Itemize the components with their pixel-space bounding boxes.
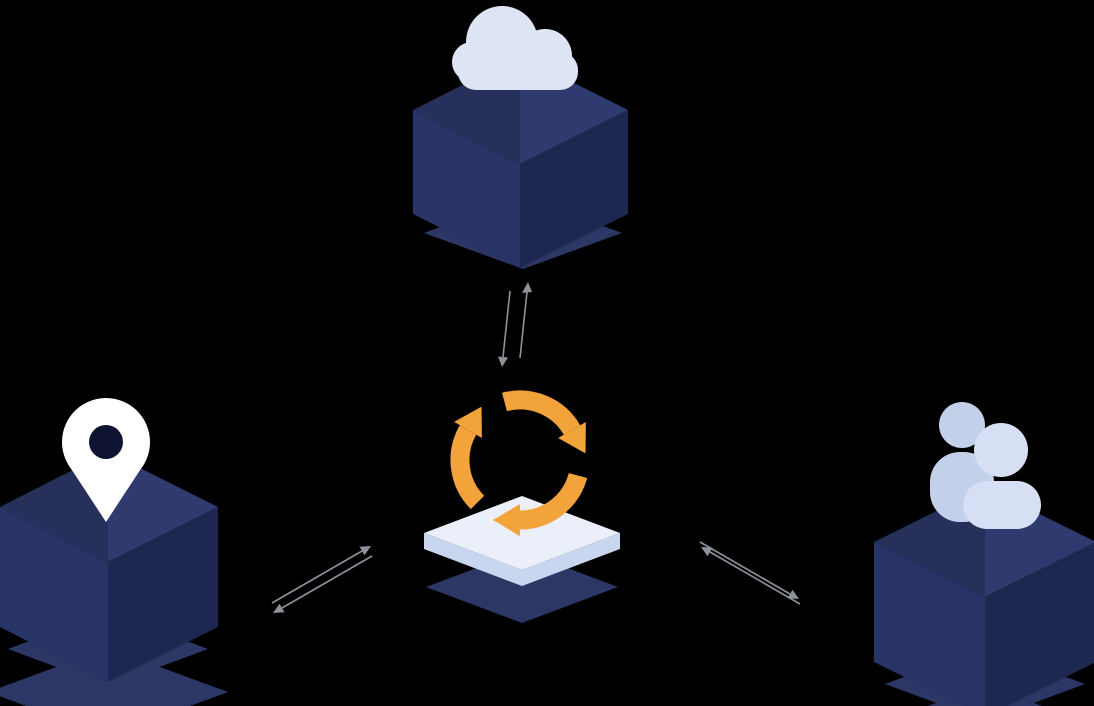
arrow-to-node-line bbox=[281, 555, 373, 609]
sync-node bbox=[424, 390, 620, 623]
location-pin-icon bbox=[62, 398, 150, 522]
arrow-down-line bbox=[502, 290, 511, 358]
arrow-to-center-line bbox=[709, 551, 801, 605]
cube-right-face bbox=[520, 110, 628, 268]
cube-left-face bbox=[874, 542, 985, 706]
arrow-up-head bbox=[522, 282, 532, 293]
connector-right-center bbox=[699, 541, 801, 605]
arrow-to-node-head bbox=[273, 603, 285, 613]
arrow-to-center-head bbox=[359, 546, 371, 556]
arrow-down-head bbox=[498, 356, 508, 367]
lower-slab-diamond bbox=[426, 551, 618, 623]
arrow-to-node-line bbox=[699, 541, 791, 595]
arrow-to-center-head bbox=[701, 547, 713, 557]
platform-left-edge bbox=[424, 533, 522, 586]
users-icon bbox=[930, 402, 1041, 529]
cloud-icon bbox=[452, 6, 578, 90]
arrow-up-line bbox=[519, 291, 528, 359]
cube-right-face bbox=[985, 542, 1094, 706]
cube-left-face bbox=[0, 507, 108, 682]
cube-right-face bbox=[108, 507, 218, 682]
connector-left-center bbox=[271, 546, 373, 613]
connector-top-center bbox=[498, 282, 532, 367]
user-front bbox=[963, 423, 1041, 529]
platform bbox=[424, 496, 620, 586]
cube-left-face bbox=[413, 110, 520, 268]
location-node bbox=[0, 398, 228, 706]
cloud-node bbox=[413, 6, 628, 269]
arrow-to-center-line bbox=[271, 550, 363, 604]
sync-arrows-icon bbox=[450, 390, 588, 537]
platform-right-edge bbox=[522, 533, 620, 586]
arrow-to-node-head bbox=[787, 589, 799, 599]
users-node bbox=[874, 402, 1094, 706]
platform-top-face bbox=[424, 496, 620, 570]
